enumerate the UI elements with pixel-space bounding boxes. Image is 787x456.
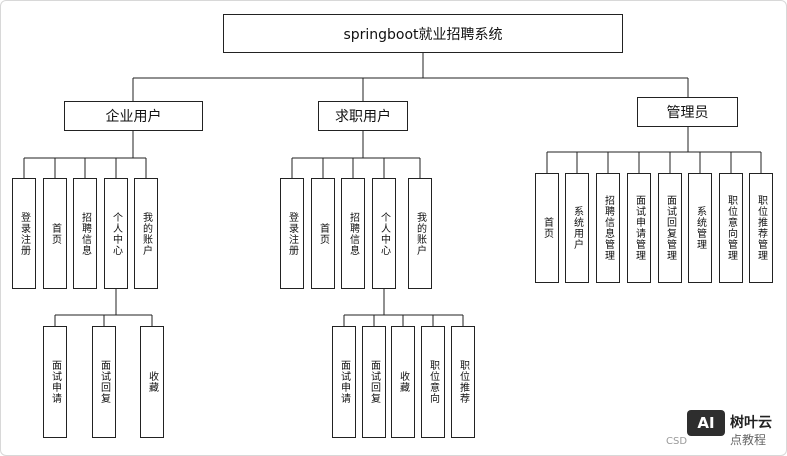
brand-logo-icon: AI	[687, 410, 725, 436]
admin-job-intention-management: 职位意向管理	[719, 173, 743, 283]
jobseeker-personal-center: 个人中心	[372, 178, 396, 289]
enterprise-login-register: 登录注册	[12, 178, 36, 289]
jobseeker-interview-apply: 面试申请	[332, 326, 356, 438]
enterprise-job-info: 招聘信息	[73, 178, 97, 289]
node-enterprise-user: 企业用户	[64, 101, 203, 131]
admin-job-recommendation-management: 职位推荐管理	[749, 173, 773, 283]
enterprise-interview-apply: 面试申请	[43, 326, 67, 438]
watermark-csdn: CSD	[666, 436, 688, 447]
root-node: springboot就业招聘系统	[223, 14, 623, 53]
enterprise-personal-center: 个人中心	[104, 178, 128, 289]
enterprise-my-account: 我的账户	[134, 178, 158, 289]
enterprise-home: 首页	[43, 178, 67, 289]
admin-interview-reply-management: 面试回复管理	[658, 173, 682, 283]
enterprise-favorites: 收藏	[140, 326, 164, 438]
jobseeker-my-account: 我的账户	[408, 178, 432, 289]
jobseeker-interview-reply: 面试回复	[362, 326, 386, 438]
watermark-brand-sub: 点教程	[730, 433, 767, 447]
watermark-brand: 树叶云	[730, 415, 772, 431]
jobseeker-job-intention: 职位意向	[421, 326, 445, 438]
jobseeker-favorites: 收藏	[391, 326, 415, 438]
admin-system-users: 系统用户	[565, 173, 589, 283]
admin-home: 首页	[535, 173, 559, 283]
admin-system-management: 系统管理	[688, 173, 712, 283]
node-admin: 管理员	[637, 97, 738, 127]
admin-job-info-management: 招聘信息管理	[596, 173, 620, 283]
jobseeker-home: 首页	[311, 178, 335, 289]
jobseeker-job-info: 招聘信息	[341, 178, 365, 289]
node-jobseeker-user: 求职用户	[318, 101, 408, 131]
jobseeker-job-recommendation: 职位推荐	[451, 326, 475, 438]
admin-interview-apply-management: 面试申请管理	[627, 173, 651, 283]
enterprise-interview-reply: 面试回复	[92, 326, 116, 438]
jobseeker-login-register: 登录注册	[280, 178, 304, 289]
